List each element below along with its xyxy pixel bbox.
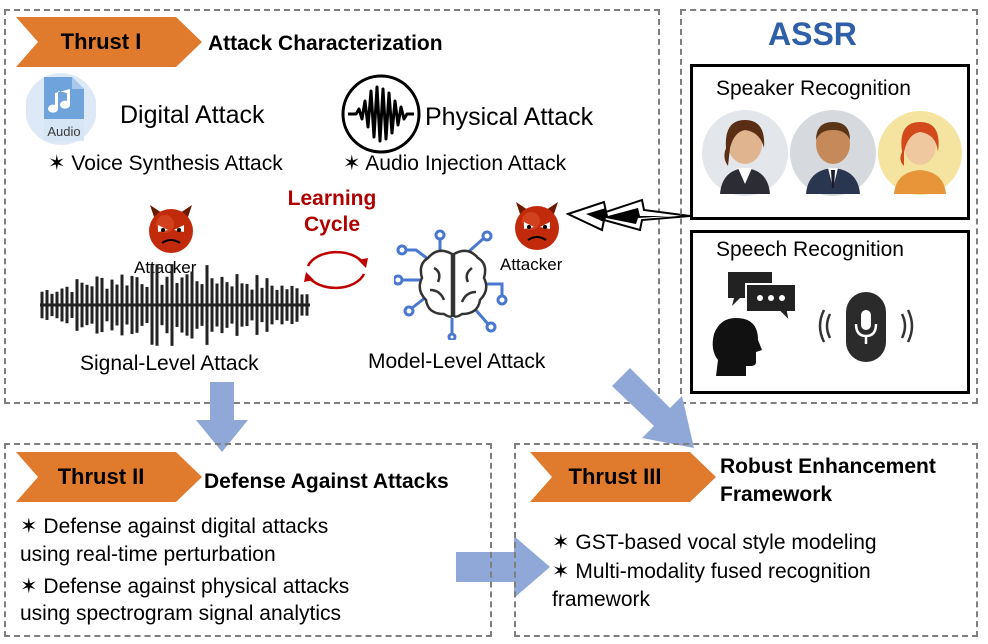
- model-level-label: Model-Level Attack: [368, 350, 546, 373]
- thrust3-tag-shape: [530, 452, 716, 502]
- speaking-head-icon: [710, 316, 762, 376]
- audio-icon-text: Audio: [47, 124, 80, 139]
- thrust3-item2-line1: ✶ Multi-modality fused recognition: [552, 560, 871, 583]
- thrust2-panel: [4, 443, 492, 637]
- speech-recognition-box: [690, 230, 970, 394]
- thrust3-tag-label: Thrust III: [568, 464, 662, 489]
- devil-icon-left: [146, 203, 196, 255]
- ai-brain-icon: [392, 228, 514, 342]
- thrust3-title-line1: Robust Enhancement: [720, 455, 936, 478]
- thrust1-tag-shape: [16, 17, 202, 67]
- thrust2-title: Defense Against Attacks: [204, 470, 449, 493]
- thrust2-item1-line1: ✶ Defense against digital attacks: [20, 515, 329, 538]
- thrust2-tag-shape: [16, 452, 202, 502]
- thrust2-tag-label: Thrust II: [57, 464, 145, 489]
- signal-waveform-icon: [40, 262, 310, 348]
- signal-level-label: Signal-Level Attack: [80, 352, 259, 375]
- thrust3-item2-line2: framework: [552, 588, 651, 611]
- arrow-down-thrust1-to-thrust2: [196, 382, 248, 454]
- attacker-label-right: Attacker: [500, 255, 563, 274]
- devil-icon-right: [512, 200, 562, 252]
- audio-injection-item: ✶ Audio Injection Attack: [343, 152, 567, 175]
- lightning-bolt-icon: [565, 196, 692, 236]
- digital-attack-label: Digital Attack: [120, 101, 265, 129]
- smart-speaker-icon: [816, 288, 916, 364]
- learning-cycle-label: Learning Cycle: [272, 186, 392, 238]
- speaker-recognition-box: [690, 64, 970, 220]
- avatar-man: [790, 108, 876, 198]
- thrust2-tag: Thrust II: [16, 452, 202, 502]
- thrust1-tag: Thrust I: [16, 17, 202, 67]
- speech-recognition-label: Speech Recognition: [716, 238, 904, 261]
- attacker-label-left: Attacker: [134, 258, 197, 277]
- thrust3-title-line2: Framework: [720, 483, 833, 506]
- thrust3-tag: Thrust III: [530, 452, 716, 502]
- thrust3-item1: ✶ GST-based vocal style modeling: [552, 531, 877, 554]
- physical-attack-label: Physical Attack: [425, 103, 594, 131]
- voice-synthesis-item: ✶ Voice Synthesis Attack: [48, 152, 283, 175]
- speaker-recognition-label: Speaker Recognition: [716, 77, 911, 100]
- sound-wave-circle-icon: [340, 73, 422, 155]
- assr-panel: [680, 9, 978, 404]
- thrust1-title: Attack Characterization: [208, 32, 443, 55]
- learning-cycle-line2: Cycle: [303, 213, 361, 236]
- thrust2-item1-line2: using real-time perturbation: [20, 543, 276, 566]
- cycle-arrows-icon: [300, 244, 372, 296]
- thrust1-tag-label: Thrust I: [60, 29, 142, 54]
- thrust1-panel: [4, 9, 660, 404]
- avatar-woman: [702, 108, 788, 198]
- assr-title: ASSR: [768, 16, 857, 52]
- chat-bubbles-icon: [726, 270, 798, 326]
- arrow-diagonal-to-thrust3: [612, 368, 704, 454]
- avatar-woman-red-hair: [878, 108, 962, 198]
- arrow-right-thrust2-to-thrust3: [456, 536, 552, 598]
- thrust2-item2-line1: ✶ Defense against physical attacks: [20, 575, 350, 598]
- thrust2-item2-line2: using spectrogram signal analytics: [20, 602, 341, 625]
- learning-cycle-line1: Learning: [287, 187, 377, 210]
- audio-file-icon: Audio: [25, 69, 97, 149]
- thrust3-panel: [514, 443, 978, 637]
